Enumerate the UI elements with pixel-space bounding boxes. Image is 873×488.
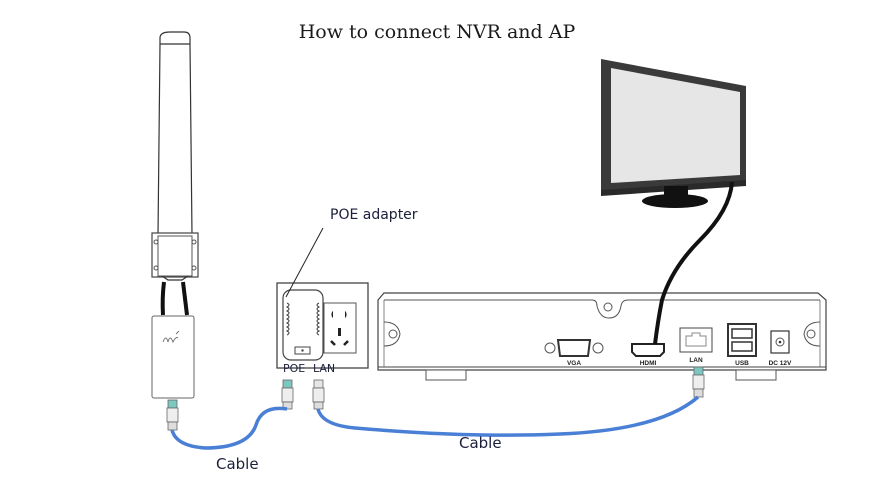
rj45-plug-nvr [692, 366, 705, 398]
lan-port-label: LAN [689, 357, 703, 364]
cable-label-right: Cable [459, 434, 502, 452]
poe-adapter: POE LAN [276, 282, 369, 375]
ap-poe-injector [151, 315, 195, 399]
nvr: VGA HDMI LAN USB DC 12V [377, 292, 827, 381]
monitor [601, 59, 746, 208]
diagram-title: How to connect NVR and AP [299, 21, 576, 43]
usb-port: USB [727, 323, 757, 367]
hdmi-port: HDMI [631, 343, 665, 367]
usb-port-label: USB [735, 360, 749, 367]
rj45-plug-ap [166, 399, 179, 431]
brand-logo-icon [162, 330, 180, 344]
adapter-port-lan-label: LAN [313, 362, 335, 375]
lan-port: LAN [679, 327, 713, 364]
screw-icon [603, 302, 613, 312]
hdmi-cable [653, 181, 734, 345]
screw-icon [806, 329, 816, 339]
vga-port: VGA [544, 339, 604, 367]
poe-adapter-label: POE adapter [330, 207, 418, 223]
adapter-port-poe-label: POE [283, 362, 305, 375]
cable-adapter-to-nvr [316, 395, 700, 437]
cable-ap-to-adapter [170, 406, 288, 450]
dc-power-port: DC 12V [769, 330, 792, 367]
dc-port-label: DC 12V [769, 360, 792, 367]
rj45-plug-adapter-lan [312, 379, 325, 410]
hdmi-port-label: HDMI [640, 360, 657, 367]
rj45-plug-adapter-poe [281, 379, 294, 410]
screw-icon [388, 329, 398, 339]
vga-port-label: VGA [567, 360, 581, 367]
poe-adapter-leader-line [285, 227, 324, 298]
cable-label-left: Cable [216, 455, 259, 473]
ap-antenna [151, 31, 199, 316]
